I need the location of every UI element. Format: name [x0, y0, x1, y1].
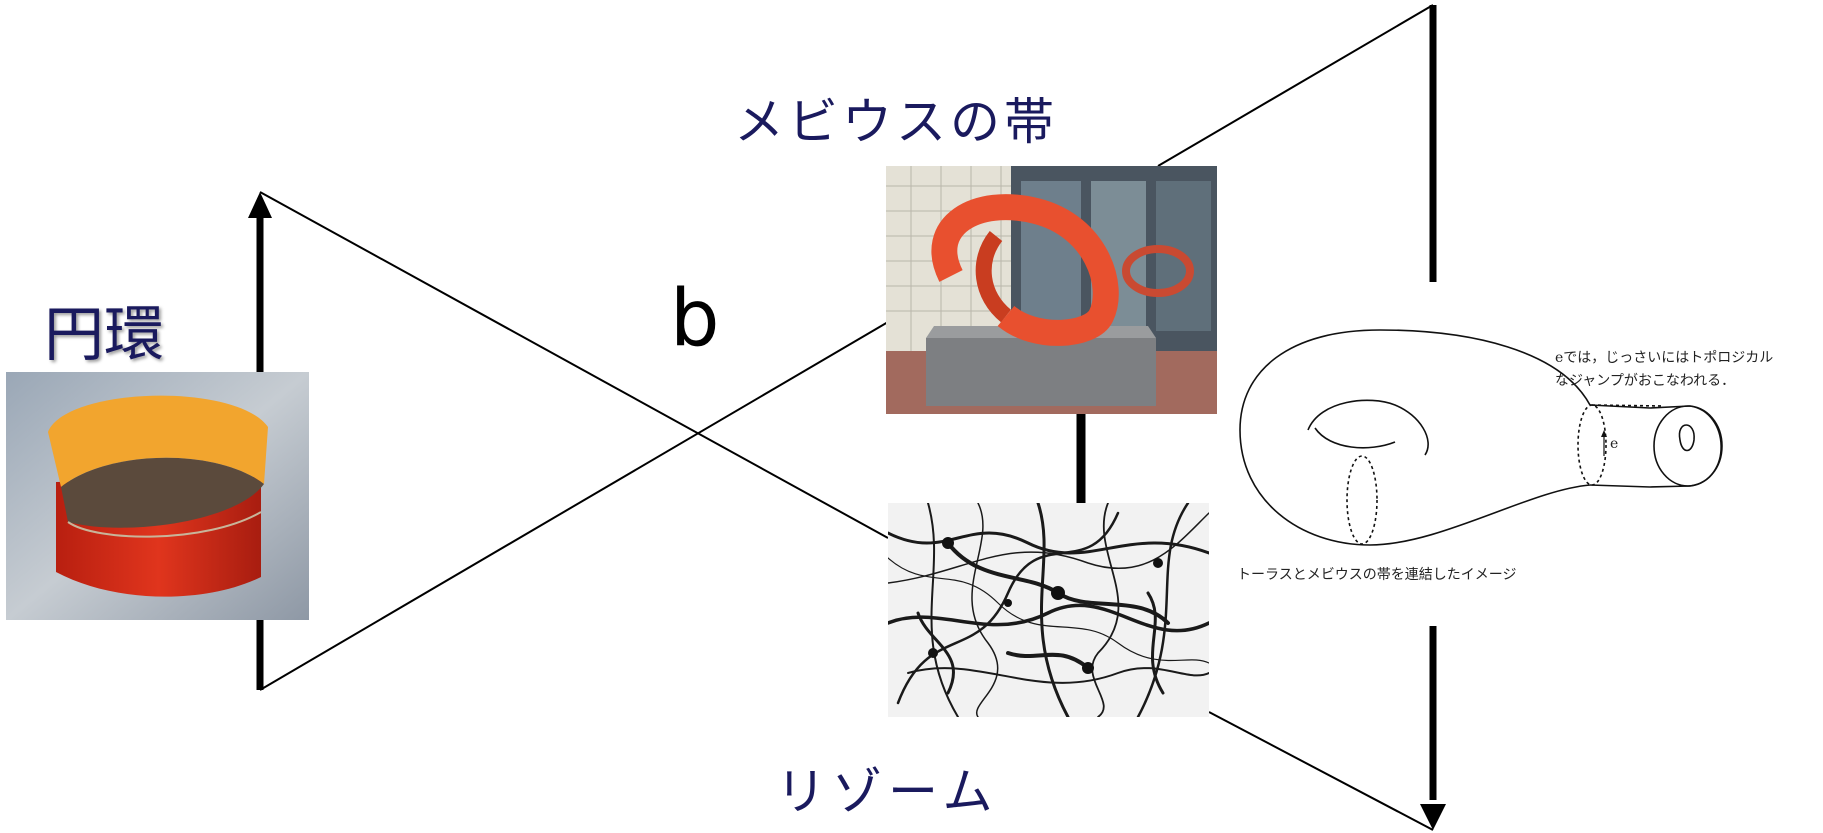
cross-line-down [259, 191, 889, 539]
b-label: b [670, 274, 720, 364]
ring-photo [6, 372, 309, 620]
torus-note-line1: eでは，じっさいにはトポロジカル [1555, 350, 1774, 366]
torus-e-label: e [1610, 436, 1619, 452]
right-line-bottom [1208, 711, 1434, 831]
right-arrow-head [1420, 804, 1446, 830]
torus-caption: トーラスとメビウスの帯を連結したイメージ [1237, 567, 1517, 583]
torus-drawing [1239, 329, 1723, 546]
rhizome-label: リゾーム [776, 763, 999, 821]
rhizome-image [888, 503, 1209, 717]
right-line-top [1157, 4, 1434, 167]
ring-label: 円環 [44, 300, 164, 370]
mobius-label: メビウスの帯 [734, 93, 1058, 151]
torus-note-line2: なジャンプがおこなわれる． [1555, 373, 1736, 389]
mobius-sculpture-photo [886, 166, 1217, 414]
cross-line-up [259, 321, 889, 691]
left-arrow-head [248, 192, 272, 218]
